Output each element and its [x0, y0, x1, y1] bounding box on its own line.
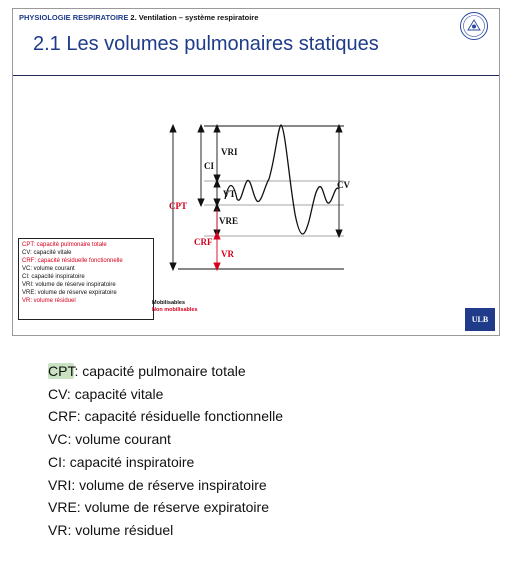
slide-title: 2.1 Les volumes pulmonaires statiques [33, 33, 379, 55]
non-mobilisables-label: Non mobilisables [152, 307, 198, 313]
legend-item: CV: capacité vitale [22, 250, 72, 256]
note-item: VC: volume courant [48, 431, 171, 448]
legend-item: VRI: volume de réserve inspiratoire [22, 282, 116, 288]
notes-list: CPT: capacité pulmonaire totale CV: capa… [48, 360, 283, 542]
breadcrumb-sub: 2. Ventilation – système respiratoire [128, 13, 259, 22]
label-crf: CRF [194, 237, 213, 247]
slide-header: PHYSIOLOGIE RESPIRATOIRE 2. Ventilation … [13, 9, 499, 76]
legend-item: VC: volume courant [22, 266, 75, 272]
note-item: CRF: capacité résiduelle fonctionnelle [48, 408, 284, 425]
note-item-rest: : capacité pulmonaire totale [74, 363, 246, 379]
breadcrumb-main: PHYSIOLOGIE RESPIRATOIRE [19, 13, 129, 22]
note-item: VR: volume résiduel [48, 521, 174, 538]
label-cpt: CPT [169, 201, 187, 211]
mobility-labels: Mobilisables Non mobilisables [152, 300, 198, 314]
note-item: CI: capacité inspiratoire [48, 453, 195, 470]
label-cv: CV [337, 180, 350, 190]
label-vri: VRI [221, 147, 238, 157]
breadcrumb: PHYSIOLOGIE RESPIRATOIRE 2. Ventilation … [19, 13, 258, 22]
note-item: CV: capacité vitale [48, 385, 164, 402]
note-item: CPT: capacité pulmonaire totale [48, 360, 283, 383]
slide: PHYSIOLOGIE RESPIRATOIRE 2. Ventilation … [12, 8, 500, 336]
label-vre: VRE [219, 216, 238, 226]
university-seal-icon [460, 12, 488, 40]
ulb-logo: ULB [465, 308, 495, 331]
label-vr: VR [221, 249, 234, 259]
highlighted-term: CPT [48, 363, 75, 379]
legend-item: CRF: capacité résiduelle fonctionnelle [22, 258, 123, 264]
label-ci: CI [204, 161, 214, 171]
legend-item: CI: capacité inspiratoire [22, 274, 85, 280]
note-item: VRI: volume de réserve inspiratoire [48, 476, 267, 493]
legend-item: VRE: volume de réserve expiratoire [22, 290, 117, 296]
spirogram-trace [224, 124, 340, 235]
legend-item: VR: volume résiduel [22, 298, 76, 304]
mobilisables-label: Mobilisables [152, 300, 186, 306]
legend-item: CPT: capacité pulmonaire totale [22, 242, 107, 248]
note-item: VRE: volume de réserve expiratoire [48, 499, 269, 516]
lung-volumes-diagram: VRI CI VT CPT VRE CRF VR CV [169, 123, 350, 272]
label-vt: VT [223, 189, 236, 199]
abbreviation-legend: CPT: capacité pulmonaire totale CV: capa… [18, 238, 154, 320]
